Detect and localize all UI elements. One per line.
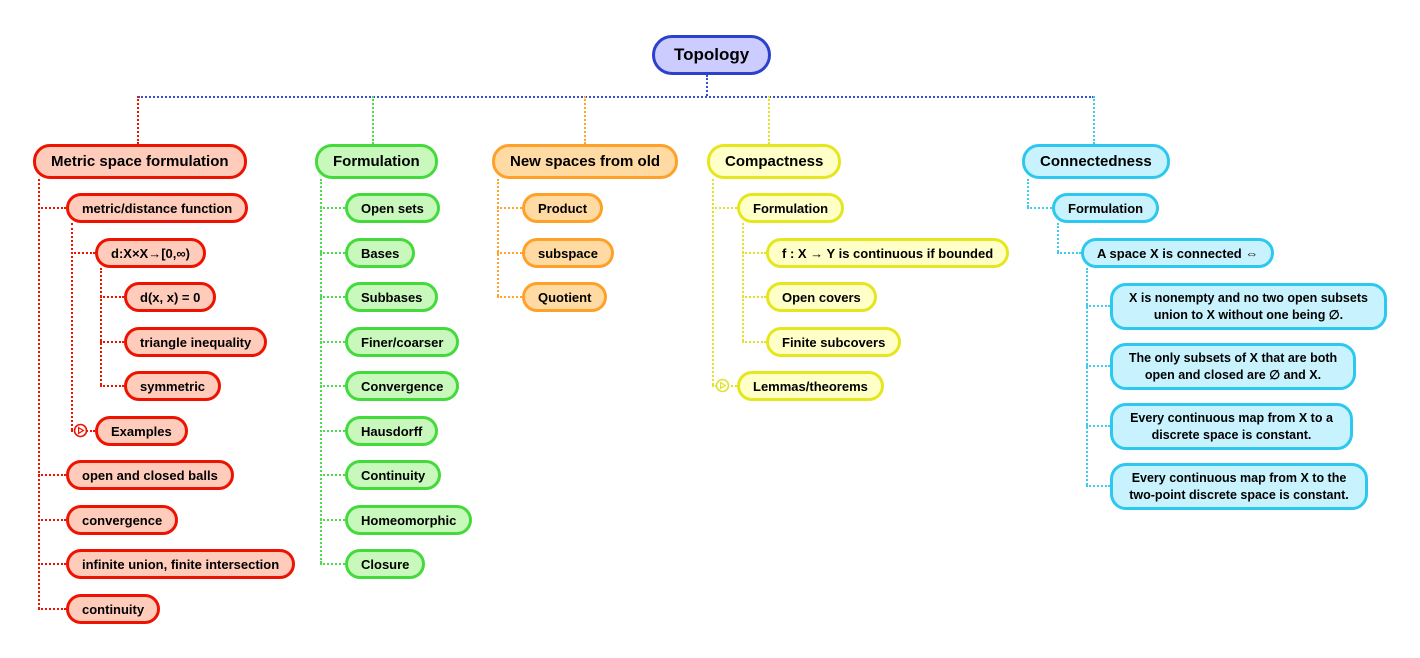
connector <box>100 385 124 387</box>
node-d-zero[interactable]: d(x, x) = 0 <box>124 282 217 312</box>
node-triangle-inequality[interactable]: triangle inequality <box>124 327 268 357</box>
connector <box>38 608 66 610</box>
connector <box>742 341 766 343</box>
connector <box>1086 268 1088 485</box>
node-metric-space-formulation[interactable]: Metric space formulation <box>33 144 247 179</box>
node-compactness[interactable]: Compactness <box>707 144 842 179</box>
connector <box>712 207 737 209</box>
node-metric-distance-function[interactable]: metric/distance function <box>66 193 249 223</box>
node-product[interactable]: Product <box>522 193 604 223</box>
connector <box>320 563 345 565</box>
connector <box>742 223 744 341</box>
node-infinite-union[interactable]: infinite union, finite intersection <box>66 549 296 579</box>
connector <box>584 96 586 144</box>
connector <box>497 207 522 209</box>
connector <box>1086 485 1110 487</box>
node-continuous-if-bounded[interactable]: f : X → Y is continuous if bounded <box>766 238 1010 268</box>
connector <box>1086 365 1110 367</box>
node-two-point-constant[interactable]: Every continuous map from X to the two-p… <box>1110 463 1368 510</box>
connector <box>712 179 714 385</box>
connector <box>100 268 102 385</box>
connector <box>1027 179 1029 207</box>
connector <box>768 96 770 144</box>
connector <box>320 385 345 387</box>
connector <box>1086 425 1110 427</box>
connector <box>742 252 766 254</box>
connector <box>137 96 139 144</box>
node-continuity-metric[interactable]: continuity <box>66 594 161 624</box>
node-open-sets[interactable]: Open sets <box>345 193 440 223</box>
connector <box>100 296 124 298</box>
connector <box>38 519 66 521</box>
node-connectedness-formulation[interactable]: Formulation <box>1052 193 1160 223</box>
node-symmetric[interactable]: symmetric <box>124 371 222 401</box>
connector <box>320 252 345 254</box>
node-continuity-topology[interactable]: Continuity <box>345 460 442 490</box>
node-convergence-topology[interactable]: Convergence <box>345 371 460 401</box>
connector <box>320 430 345 432</box>
node-nonempty-definition[interactable]: X is nonempty and no two open subsets un… <box>1110 283 1387 330</box>
node-finer-coarser[interactable]: Finer/coarser <box>345 327 460 357</box>
node-new-spaces-from-old[interactable]: New spaces from old <box>492 144 679 179</box>
connector <box>320 519 345 521</box>
connector <box>742 296 766 298</box>
connector <box>138 96 1094 98</box>
connector <box>372 96 374 144</box>
node-subspace[interactable]: subspace <box>522 238 614 268</box>
connector <box>320 474 345 476</box>
node-open-covers[interactable]: Open covers <box>766 282 877 312</box>
connector <box>320 179 322 563</box>
node-subbases[interactable]: Subbases <box>345 282 439 312</box>
node-lemmas-theorems[interactable]: Lemmas/theorems <box>737 371 884 401</box>
connector <box>1057 223 1059 252</box>
expand-icon[interactable] <box>715 378 730 393</box>
node-topology-root[interactable]: Topology <box>652 35 772 75</box>
connector <box>1093 96 1095 144</box>
connector <box>38 207 66 209</box>
expand-icon[interactable] <box>73 423 88 438</box>
node-bases[interactable]: Bases <box>345 238 416 268</box>
node-d-definition[interactable]: d:X×X→[0,∞) <box>95 238 206 268</box>
node-quotient[interactable]: Quotient <box>522 282 608 312</box>
node-connected-definition[interactable]: A space X is connected ⇔ <box>1081 238 1275 268</box>
connector <box>1027 207 1052 209</box>
connector <box>38 179 40 609</box>
connector <box>497 252 522 254</box>
node-connectedness[interactable]: Connectedness <box>1022 144 1170 179</box>
connector <box>1057 252 1081 254</box>
node-closure[interactable]: Closure <box>345 549 426 579</box>
connector <box>320 207 345 209</box>
node-formulation-topology[interactable]: Formulation <box>315 144 438 179</box>
node-clopen-definition[interactable]: The only subsets of X that are both open… <box>1110 343 1356 390</box>
connector <box>320 341 345 343</box>
connector <box>38 563 66 565</box>
node-homeomorphic[interactable]: Homeomorphic <box>345 505 473 535</box>
connector <box>706 75 708 96</box>
connector <box>100 341 124 343</box>
node-discrete-constant[interactable]: Every continuous map from X to a discret… <box>1110 403 1353 450</box>
connector <box>1086 305 1110 307</box>
connector <box>71 252 95 254</box>
node-convergence-metric[interactable]: convergence <box>66 505 179 535</box>
node-hausdorff[interactable]: Hausdorff <box>345 416 439 446</box>
node-compactness-formulation[interactable]: Formulation <box>737 193 845 223</box>
connector <box>497 296 522 298</box>
node-open-closed-balls[interactable]: open and closed balls <box>66 460 234 490</box>
connector <box>71 223 73 430</box>
connector <box>38 474 66 476</box>
connector <box>320 296 345 298</box>
connector <box>497 179 499 296</box>
node-examples[interactable]: Examples <box>95 416 188 446</box>
node-finite-subcovers[interactable]: Finite subcovers <box>766 327 902 357</box>
